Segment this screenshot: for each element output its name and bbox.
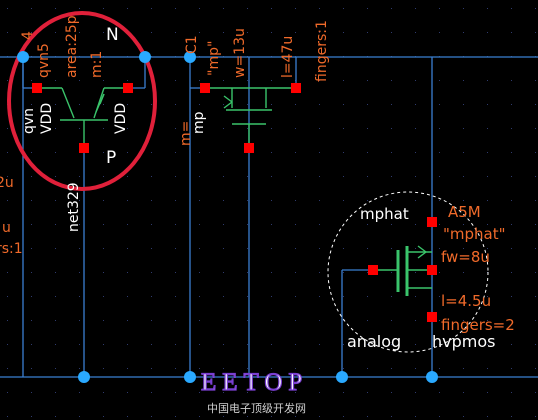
mphat-model: "mphat" — [443, 225, 506, 243]
mp-param-fingers: fingers:1 — [314, 20, 330, 82]
node-dot — [139, 51, 151, 63]
node-dot — [184, 371, 196, 383]
node-dots — [17, 51, 438, 383]
watermark-logo: EETOP — [201, 369, 308, 396]
left-frag-1: 2u — [0, 175, 14, 191]
qvn-label-qvn: qvn — [21, 108, 37, 134]
node-dot — [78, 371, 90, 383]
left-frag-3: rs:1 — [0, 241, 23, 257]
mphat-fingers: fingers=2 — [441, 316, 515, 334]
mp-param-m: m= — [178, 121, 194, 146]
pins — [32, 83, 437, 322]
qvn-param-m: m:1 — [89, 51, 105, 78]
mp-param-model: "mp" — [206, 41, 222, 76]
pin-square — [244, 143, 254, 153]
qvn-param-name: qvn5 — [36, 43, 52, 78]
node-dot — [426, 371, 438, 383]
pin-square — [200, 83, 210, 93]
mphat-instance: A5M — [448, 203, 481, 221]
mp-param-c1: C1 — [184, 35, 200, 54]
highlight-circle — [7, 11, 157, 191]
qvn-label-vdd-left: VDD — [39, 103, 55, 134]
qvn-label-p: P — [106, 148, 116, 168]
pin-square — [32, 83, 42, 93]
mphat-kind-a: analog — [347, 332, 401, 351]
mp-param-w: w=13u — [232, 28, 248, 78]
grid-dots — [7, 8, 536, 417]
node-dot — [17, 51, 29, 63]
watermark-subtitle: 中国电子顶级开发网 — [207, 401, 306, 415]
mp-param-l: l=47u — [280, 36, 296, 78]
qvn-label-n: N — [106, 25, 119, 45]
pin-square — [427, 312, 437, 322]
left-frag-2: u — [2, 220, 11, 236]
pin-square — [291, 83, 301, 93]
qvn-param-area: area:25p — [64, 15, 80, 78]
selection-circle — [327, 191, 489, 353]
qvn-label-vdd-right: VDD — [113, 103, 129, 134]
net-label: net329 — [66, 182, 82, 232]
mp-device-body[interactable] — [205, 87, 296, 148]
watermark: EETOP 中国电子顶级开发网 — [200, 368, 308, 415]
pin-square — [123, 83, 133, 93]
node-dot — [336, 371, 348, 383]
node-dot — [184, 51, 196, 63]
mphat-l: l=4.5u — [441, 292, 491, 310]
mphat-device-body[interactable] — [373, 245, 432, 296]
mphat-fw: fw=8u — [441, 248, 490, 266]
pin-square — [427, 217, 437, 227]
pin-square — [79, 143, 89, 153]
pin-square — [427, 265, 437, 275]
pin-square — [368, 265, 378, 275]
mp-label-mp: mp — [191, 111, 207, 134]
qvn-param-partial: 4 — [20, 31, 36, 40]
qvn-device-body[interactable] — [38, 87, 128, 148]
mphat-title: mphat — [360, 205, 409, 223]
mphat-kind-b: hvpmos — [432, 332, 495, 351]
